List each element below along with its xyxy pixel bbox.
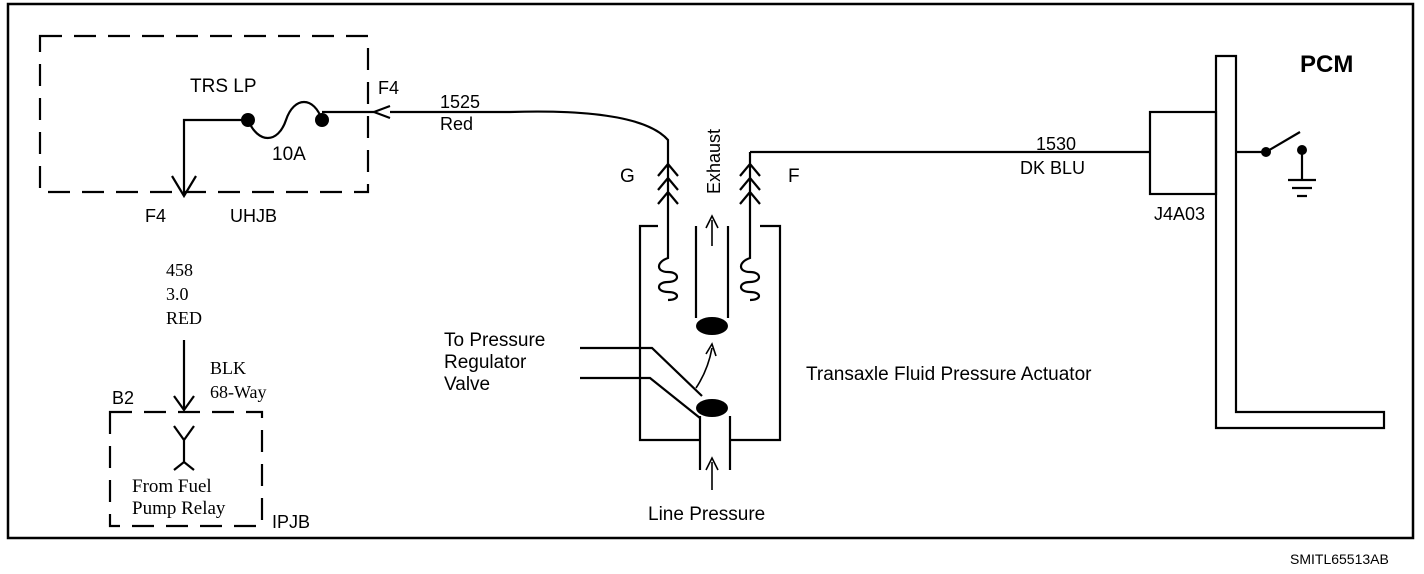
regulator-label-3: Valve — [444, 374, 490, 395]
pcm-title: PCM — [1300, 51, 1353, 78]
uhjb-internal-wire — [182, 118, 248, 196]
circuit-1525-color: Red — [440, 114, 473, 134]
uhjb-label: UHJB — [230, 206, 277, 226]
cavity-f4-out-label: F4 — [145, 206, 166, 226]
solenoid-coil-left — [657, 226, 679, 302]
pcm-connector-label: J4A03 — [1154, 204, 1205, 224]
source-line2: Pump Relay — [132, 498, 226, 519]
line-pressure-passage — [698, 416, 732, 470]
cavity-f4-in-label: F4 — [378, 78, 399, 98]
circuit-1530-label: 1530 — [1036, 134, 1076, 154]
source-line1: From Fuel — [132, 476, 212, 497]
circuit-1525-wire — [390, 110, 670, 168]
circuit-1530-color: DK BLU — [1020, 158, 1085, 178]
regulator-label-1: To Pressure — [444, 330, 545, 351]
line-pressure-arrow — [705, 456, 719, 490]
ground-symbol — [1288, 150, 1316, 198]
pcm-housing — [1214, 54, 1386, 430]
uhjb-in-connector — [370, 104, 391, 120]
pin-g-connector — [657, 162, 679, 226]
diagram-frame — [6, 2, 1415, 540]
circuit-458-gauge: 3.0 — [166, 284, 189, 304]
uhjb-out-connector — [171, 175, 197, 199]
lower-valve-ball — [696, 399, 728, 417]
circuit-458-color: RED — [166, 308, 202, 328]
exhaust-arrow — [705, 214, 719, 246]
fuse-symbol — [246, 101, 324, 139]
actuator-name-label: Transaxle Fluid Pressure Actuator — [806, 364, 1092, 385]
fuse-name-label: TRS LP — [190, 76, 257, 97]
circuit-1525-label: 1525 — [440, 92, 480, 112]
pin-f-connector — [739, 152, 761, 226]
ipjb-box — [108, 410, 264, 528]
cavity-b2-label: B2 — [112, 388, 134, 408]
ipjb-label: IPJB — [272, 512, 310, 532]
figure-id: SMITL65513AB — [1290, 551, 1389, 567]
exhaust-passage — [694, 226, 730, 318]
ipjb-connector-symbol — [173, 425, 195, 471]
pin-f-label: F — [788, 166, 800, 187]
solenoid-coil-right — [739, 226, 761, 302]
actuator-housing — [638, 224, 782, 442]
pcm-connector-box — [1148, 110, 1218, 196]
uhjb-box — [38, 34, 370, 194]
exhaust-label: Exhaust — [704, 129, 724, 194]
connector-color-label: BLK — [210, 358, 246, 378]
regulator-passage — [580, 346, 703, 419]
fuse-rating-label: 10A — [272, 144, 306, 165]
pcm-switch — [1265, 131, 1301, 153]
ipjb-arrow — [173, 395, 195, 412]
fuse-terminal-right — [315, 113, 329, 127]
circuit-458-label: 458 — [166, 260, 193, 280]
regulator-label-2: Regulator — [444, 352, 527, 373]
ball-travel-arrow — [695, 342, 717, 389]
upper-valve-ball — [696, 317, 728, 335]
pin-g-label: G — [620, 166, 635, 187]
connector-type-label: 68-Way — [210, 382, 267, 402]
line-pressure-label: Line Pressure — [648, 504, 765, 525]
